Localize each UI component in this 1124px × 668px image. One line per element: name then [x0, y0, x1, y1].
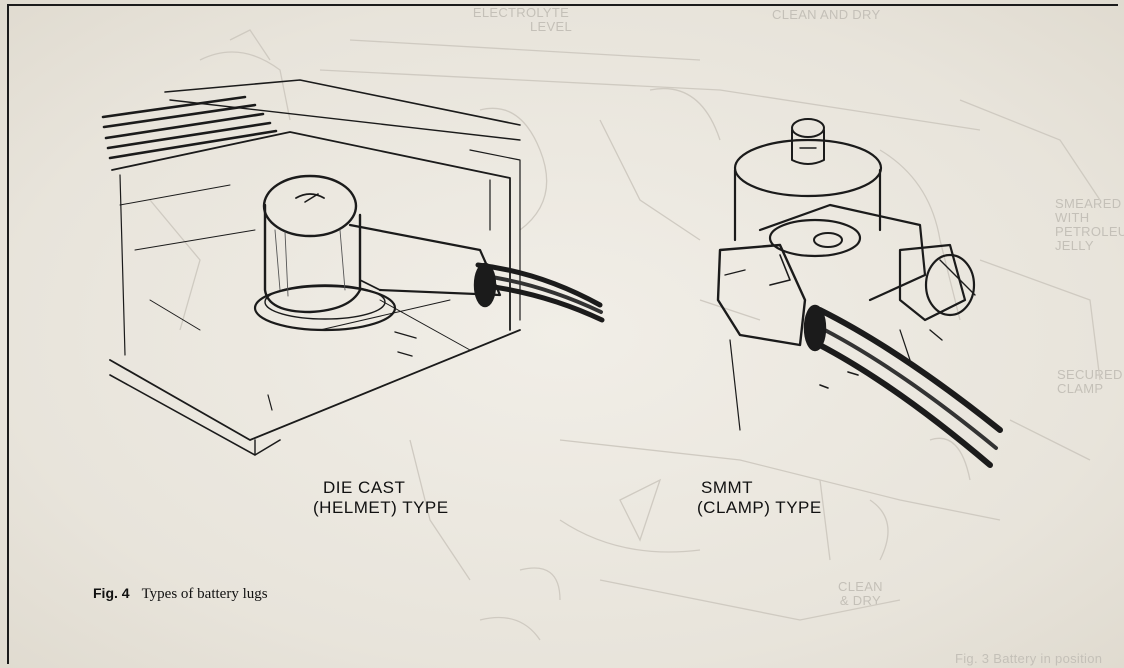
ghost-text: ELECTROLYTE: [472, 5, 570, 20]
smmt-clamp-lug-drawing: [716, 118, 1003, 468]
label-die-cast-line2: (HELMET) TYPE: [313, 498, 449, 517]
ghost-text: JELLY: [1055, 238, 1094, 253]
ghost-text: CLEAN: [838, 579, 883, 594]
helmet-shading: [274, 229, 346, 297]
ghost-label-bottom-figure: Fig. 3 Battery in position: [955, 651, 1103, 666]
ghost-label-secured: SECURED CLAMP: [1057, 368, 1123, 396]
ghost-linework: [149, 29, 1101, 641]
ghost-text: & DRY: [839, 593, 881, 608]
ghost-label-electrolyte: ELECTROLYTE LEVEL: [470, 6, 572, 34]
die-cast-helmet-lug-drawing: [101, 79, 605, 456]
figure-caption: Fig. 4 Types of battery lugs: [93, 585, 268, 603]
ghost-text: SECURED: [1057, 367, 1123, 382]
ghost-text: WITH: [1055, 210, 1090, 225]
label-smmt-line1: SMMT: [701, 478, 754, 497]
ghost-text: LEVEL: [530, 19, 572, 34]
ghost-label-clean: CLEAN & DRY: [838, 580, 883, 608]
label-smmt-line2: (CLAMP) TYPE: [697, 498, 822, 517]
figure-frame: [7, 4, 1118, 664]
label-die-cast-line1: DIE CAST: [323, 478, 406, 497]
ghost-label-clean-and-dry: CLEAN AND DRY: [772, 7, 881, 22]
ghost-label-smeared: SMEARED WITH PETROLEUM JELLY: [1055, 197, 1124, 253]
ghost-text: CLAMP: [1057, 381, 1104, 396]
ghost-text: PETROLEUM: [1055, 224, 1124, 239]
figure-number: Fig. 4: [93, 585, 130, 601]
figure-title: Types of battery lugs: [141, 586, 268, 602]
label-die-cast-type: DIE CAST (HELMET) TYPE: [313, 478, 449, 518]
label-smmt-type: SMMT (CLAMP) TYPE: [697, 478, 822, 518]
ghost-text: SMEARED: [1055, 196, 1122, 211]
hatched-strap: [101, 95, 278, 160]
